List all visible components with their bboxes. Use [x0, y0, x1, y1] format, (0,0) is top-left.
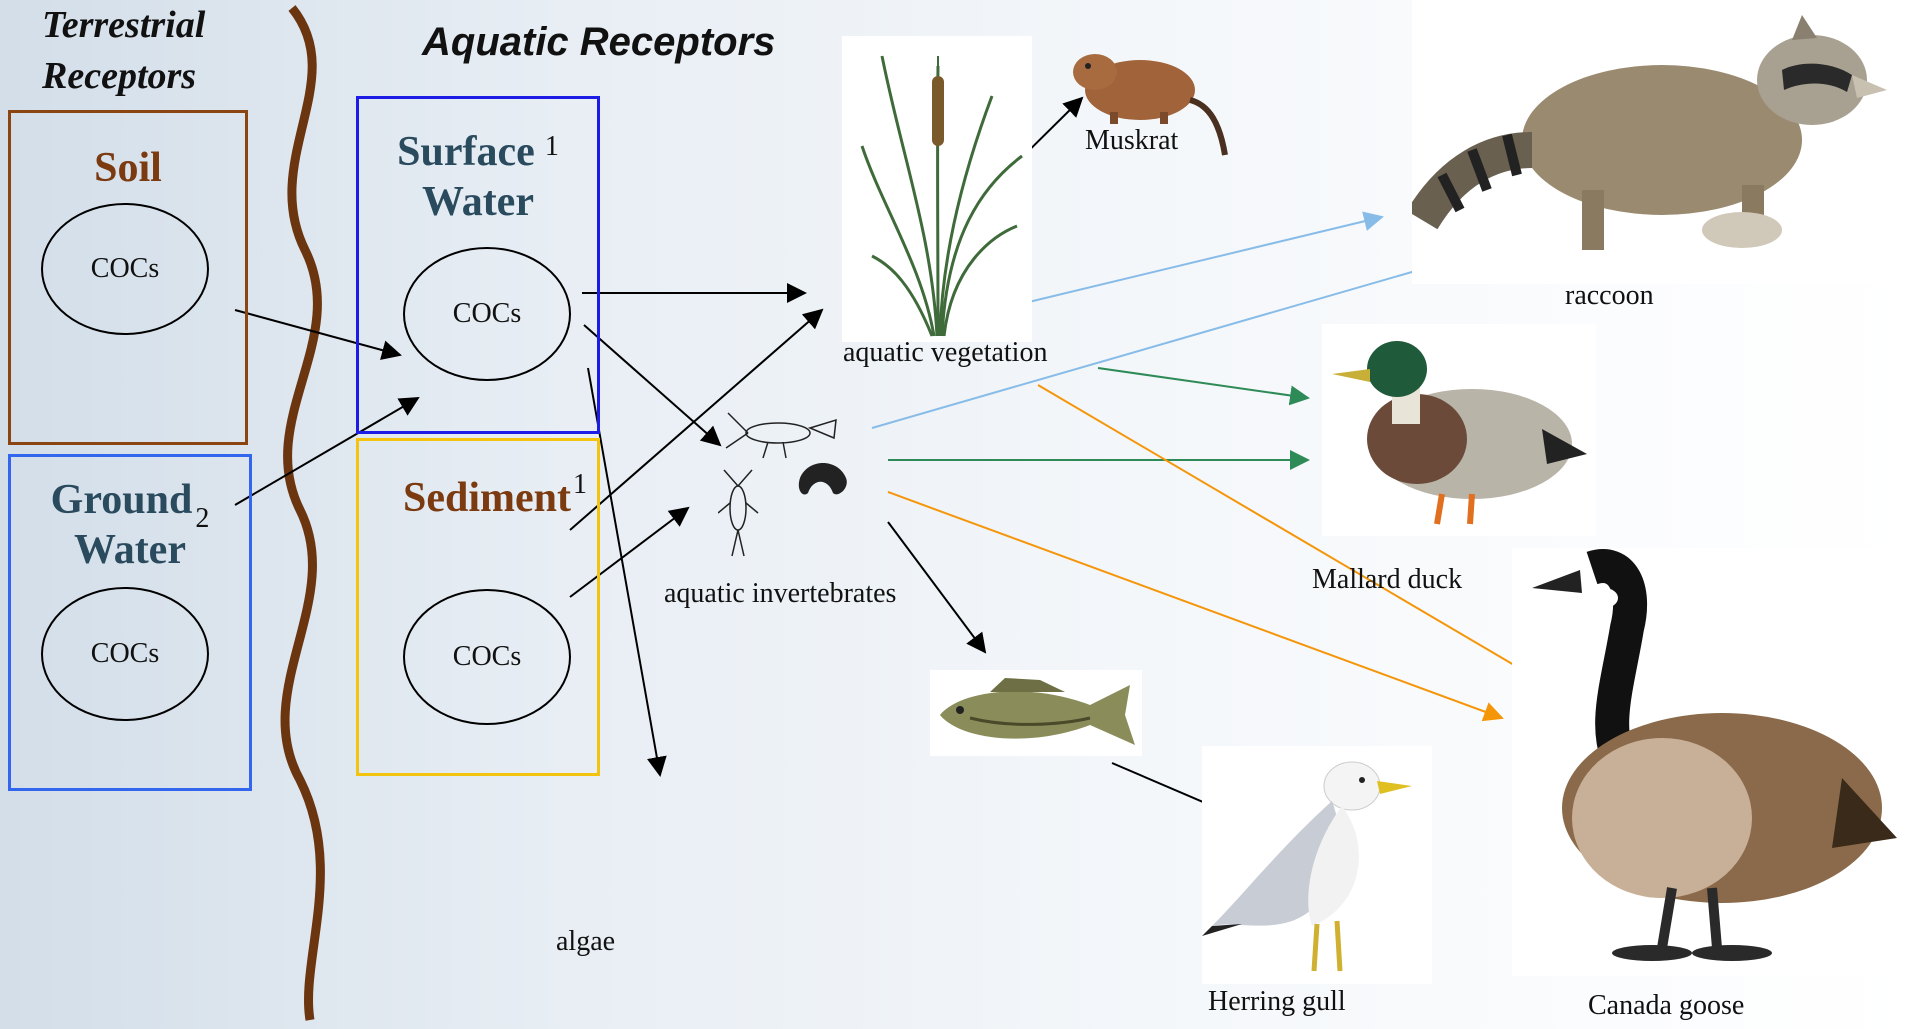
bass-fish-icon: [930, 670, 1142, 756]
raccoon-image: [1412, 0, 1908, 284]
invertebrates-icon: [718, 398, 888, 568]
surface-water-coc-label: COCs: [453, 298, 521, 330]
sediment-title-text: Sediment: [403, 475, 571, 521]
sediment-coc-ellipse: COCs: [403, 589, 571, 725]
soil-coc-label: COCs: [91, 253, 159, 285]
raccoon-icon: [1412, 0, 1908, 284]
soil-title: Soil: [11, 143, 245, 193]
mallard-image: [1322, 324, 1596, 536]
muskrat-label: Muskrat: [1085, 125, 1178, 157]
groundwater-title: Ground2 Water: [11, 475, 249, 576]
raccoon-label: raccoon: [1565, 280, 1654, 312]
terrestrial-aquatic-boundary: [285, 8, 320, 1020]
groundwater-coc-ellipse: COCs: [41, 587, 209, 721]
gull-image: [1202, 746, 1432, 984]
surface-water-title-line2: Water: [359, 177, 597, 227]
sediment-footnote: 1: [573, 469, 587, 500]
fish-image: [930, 670, 1142, 756]
goose-label: Canada goose: [1588, 990, 1744, 1022]
soil-box: Soil COCs: [8, 110, 248, 445]
cattail-icon: [842, 36, 1032, 342]
aquatic-invertebrates-label: aquatic invertebrates: [664, 578, 896, 610]
aquatic-receptors-title: Aquatic Receptors: [422, 20, 775, 65]
terrestrial-title-line1: Terrestrial: [42, 0, 205, 51]
mallard-label: Mallard duck: [1312, 564, 1462, 596]
groundwater-footnote: 2: [195, 503, 209, 534]
goose-image: [1512, 548, 1908, 976]
surface-water-footnote: 1: [545, 131, 559, 162]
terrestrial-title-line2: Receptors: [42, 51, 205, 102]
canada-goose-icon: [1512, 548, 1908, 976]
algae-label: algae: [556, 926, 615, 958]
soil-coc-ellipse: COCs: [41, 203, 209, 335]
groundwater-coc-label: COCs: [91, 638, 159, 670]
groundwater-box: Ground2 Water COCs: [8, 454, 252, 791]
herring-gull-icon: [1202, 746, 1432, 984]
arrow-vegetation-to-mallard: [1098, 368, 1308, 398]
arrow-vegetation-to-raccoon: [1008, 217, 1382, 307]
surface-water-title-line1: Surface: [397, 129, 535, 175]
arrow-surface-to-invertebrates: [584, 325, 720, 445]
aquatic-vegetation-label: aquatic vegetation: [843, 337, 1047, 369]
sediment-box: Sediment1 COCs: [356, 438, 600, 776]
cattail-image: [842, 36, 1032, 342]
gull-label: Herring gull: [1208, 986, 1346, 1018]
groundwater-title-line1: Ground: [51, 477, 193, 523]
terrestrial-receptors-title: Terrestrial Receptors: [42, 0, 205, 103]
groundwater-title-line2: Water: [11, 525, 249, 575]
arrow-invertebrates-to-fish: [888, 522, 985, 652]
surface-water-box: Surface 1 Water COCs: [356, 96, 600, 434]
surface-water-title: Surface 1 Water: [359, 127, 597, 228]
sediment-title: Sediment1: [403, 473, 587, 523]
invertebrates-image: [718, 398, 888, 568]
sediment-coc-label: COCs: [453, 641, 521, 673]
surface-water-coc-ellipse: COCs: [403, 247, 571, 381]
mallard-duck-icon: [1322, 324, 1596, 536]
